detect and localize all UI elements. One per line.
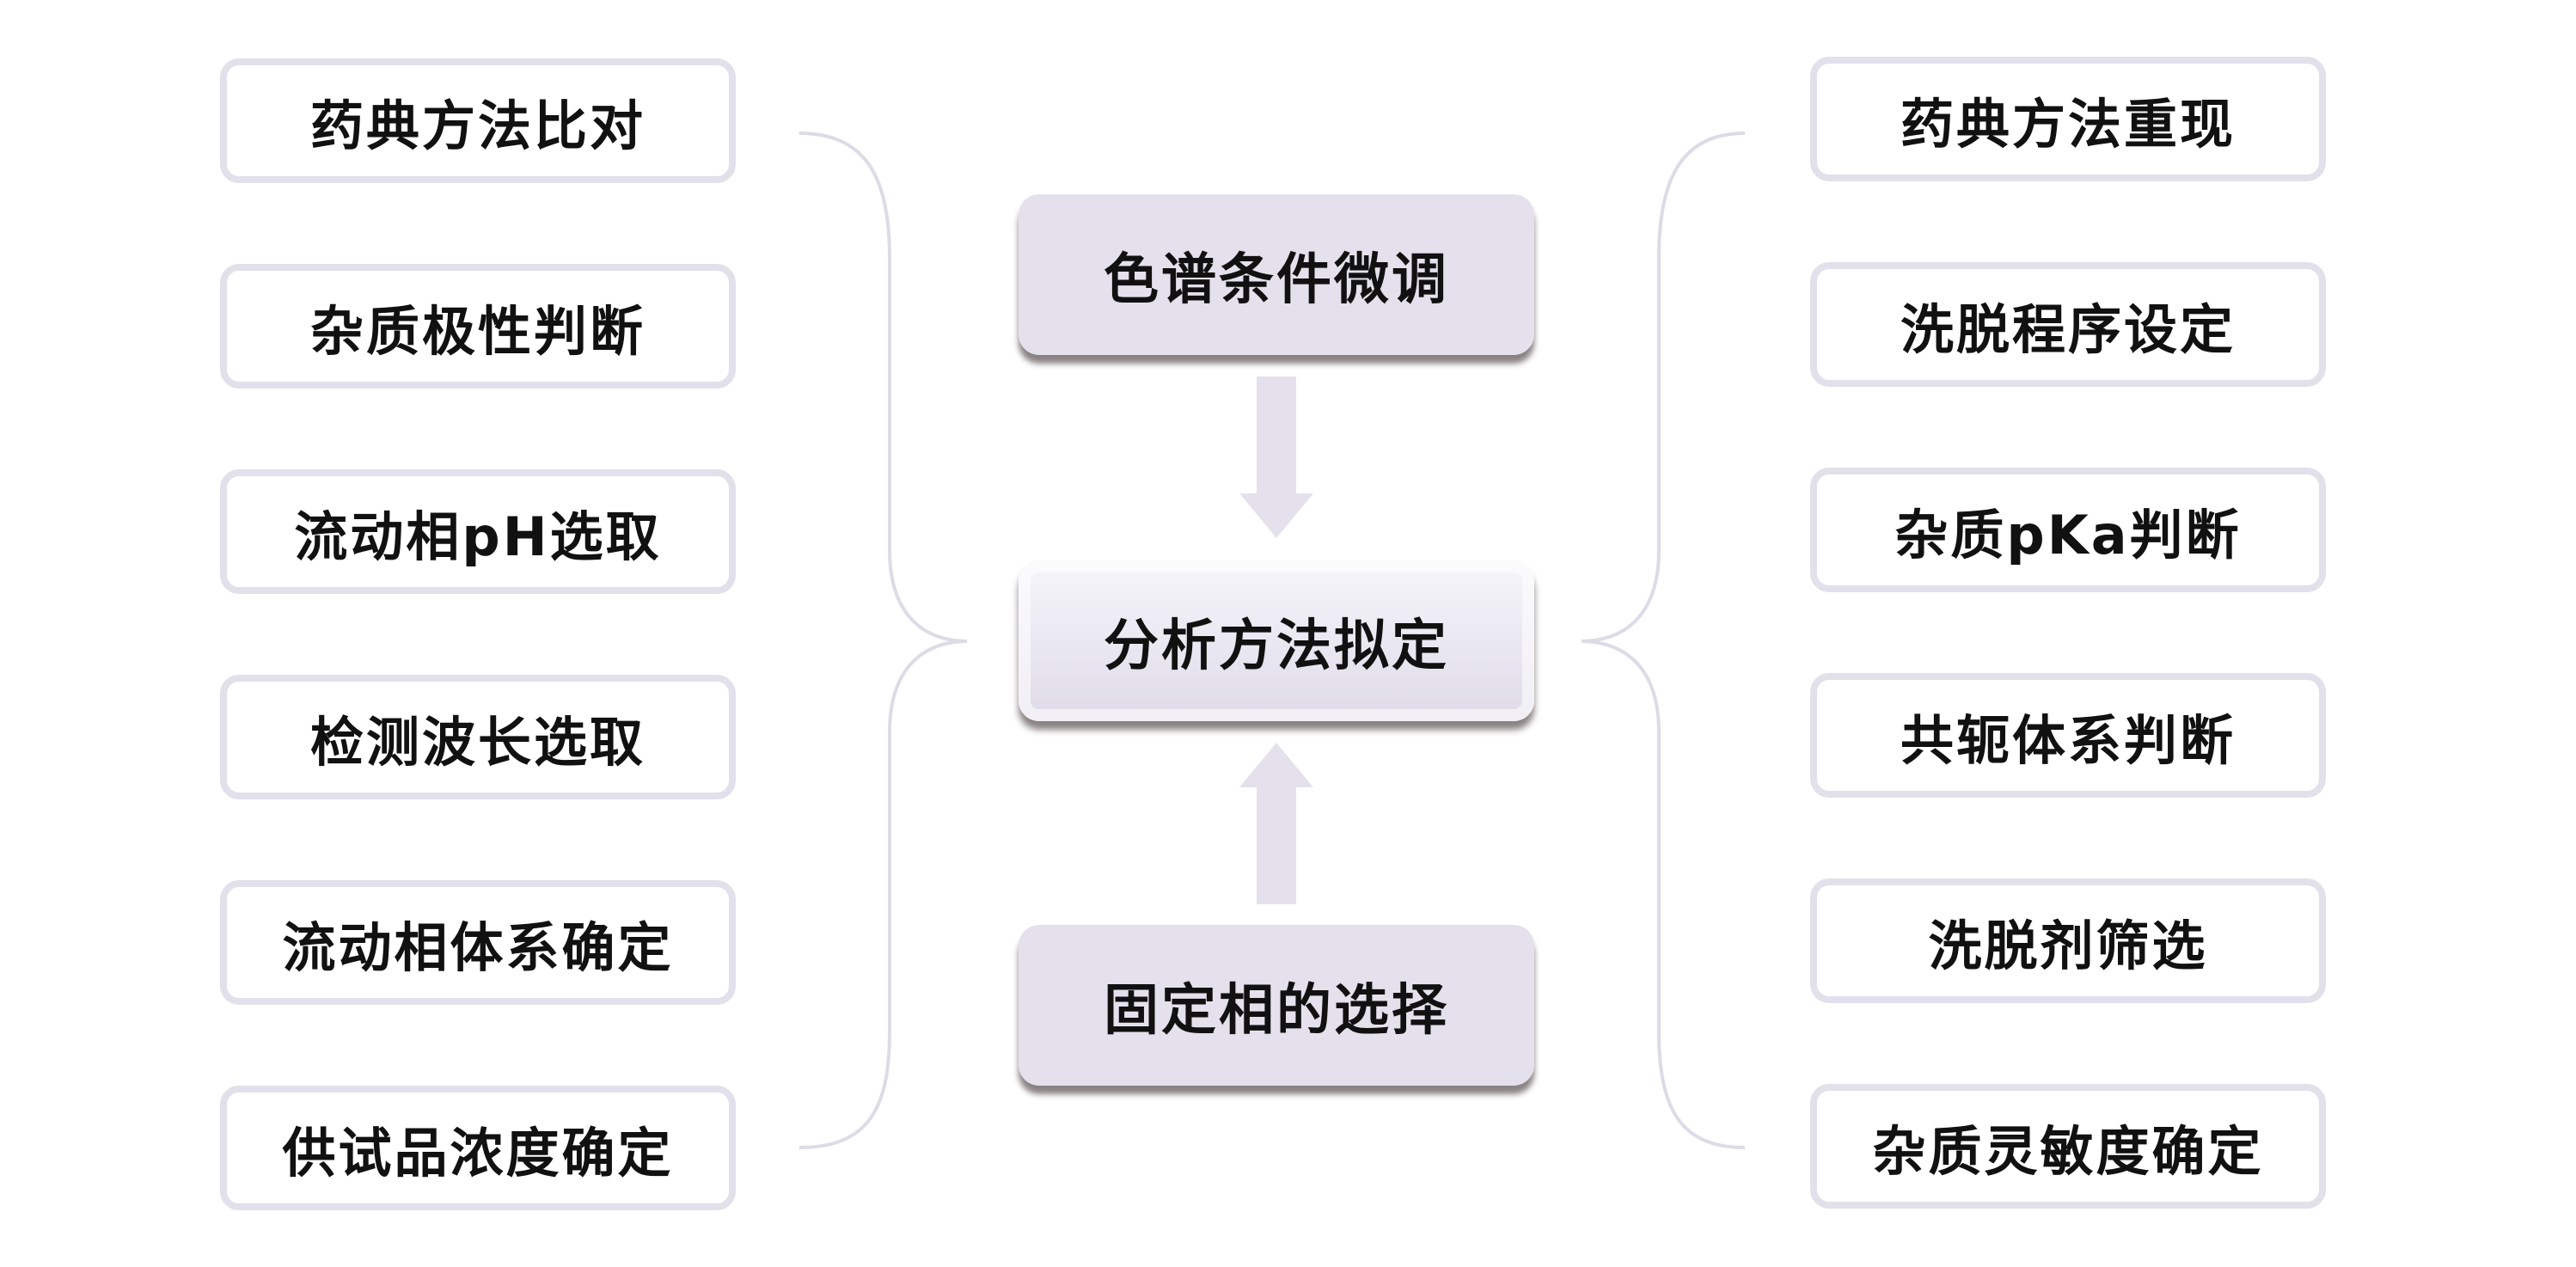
right-item: 杂质灵敏度确定 — [1810, 1084, 2326, 1209]
down-arrow — [1239, 376, 1313, 538]
center-bottom-box: 固定相的选择 — [1019, 925, 1534, 1086]
up-arrow — [1239, 743, 1313, 904]
left-item: 流动相体系确定 — [220, 880, 736, 1005]
left-brace — [798, 132, 968, 1149]
right-item: 洗脱程序设定 — [1810, 262, 2326, 387]
right-brace — [1581, 132, 1746, 1149]
center-top-box: 色谱条件微调 — [1019, 194, 1534, 355]
center-main-box: 分析方法拟定 — [1019, 560, 1534, 721]
right-item: 共轭体系判断 — [1810, 673, 2326, 798]
left-item: 杂质极性判断 — [220, 264, 736, 389]
left-item: 供试品浓度确定 — [220, 1086, 736, 1210]
left-item: 流动相pH选取 — [220, 469, 736, 594]
left-item: 检测波长选取 — [220, 675, 736, 799]
left-item: 药典方法比对 — [220, 58, 736, 183]
right-item: 洗脱剂筛选 — [1810, 878, 2326, 1003]
right-item: 药典方法重现 — [1810, 57, 2326, 181]
right-item: 杂质pKa判断 — [1810, 468, 2326, 592]
